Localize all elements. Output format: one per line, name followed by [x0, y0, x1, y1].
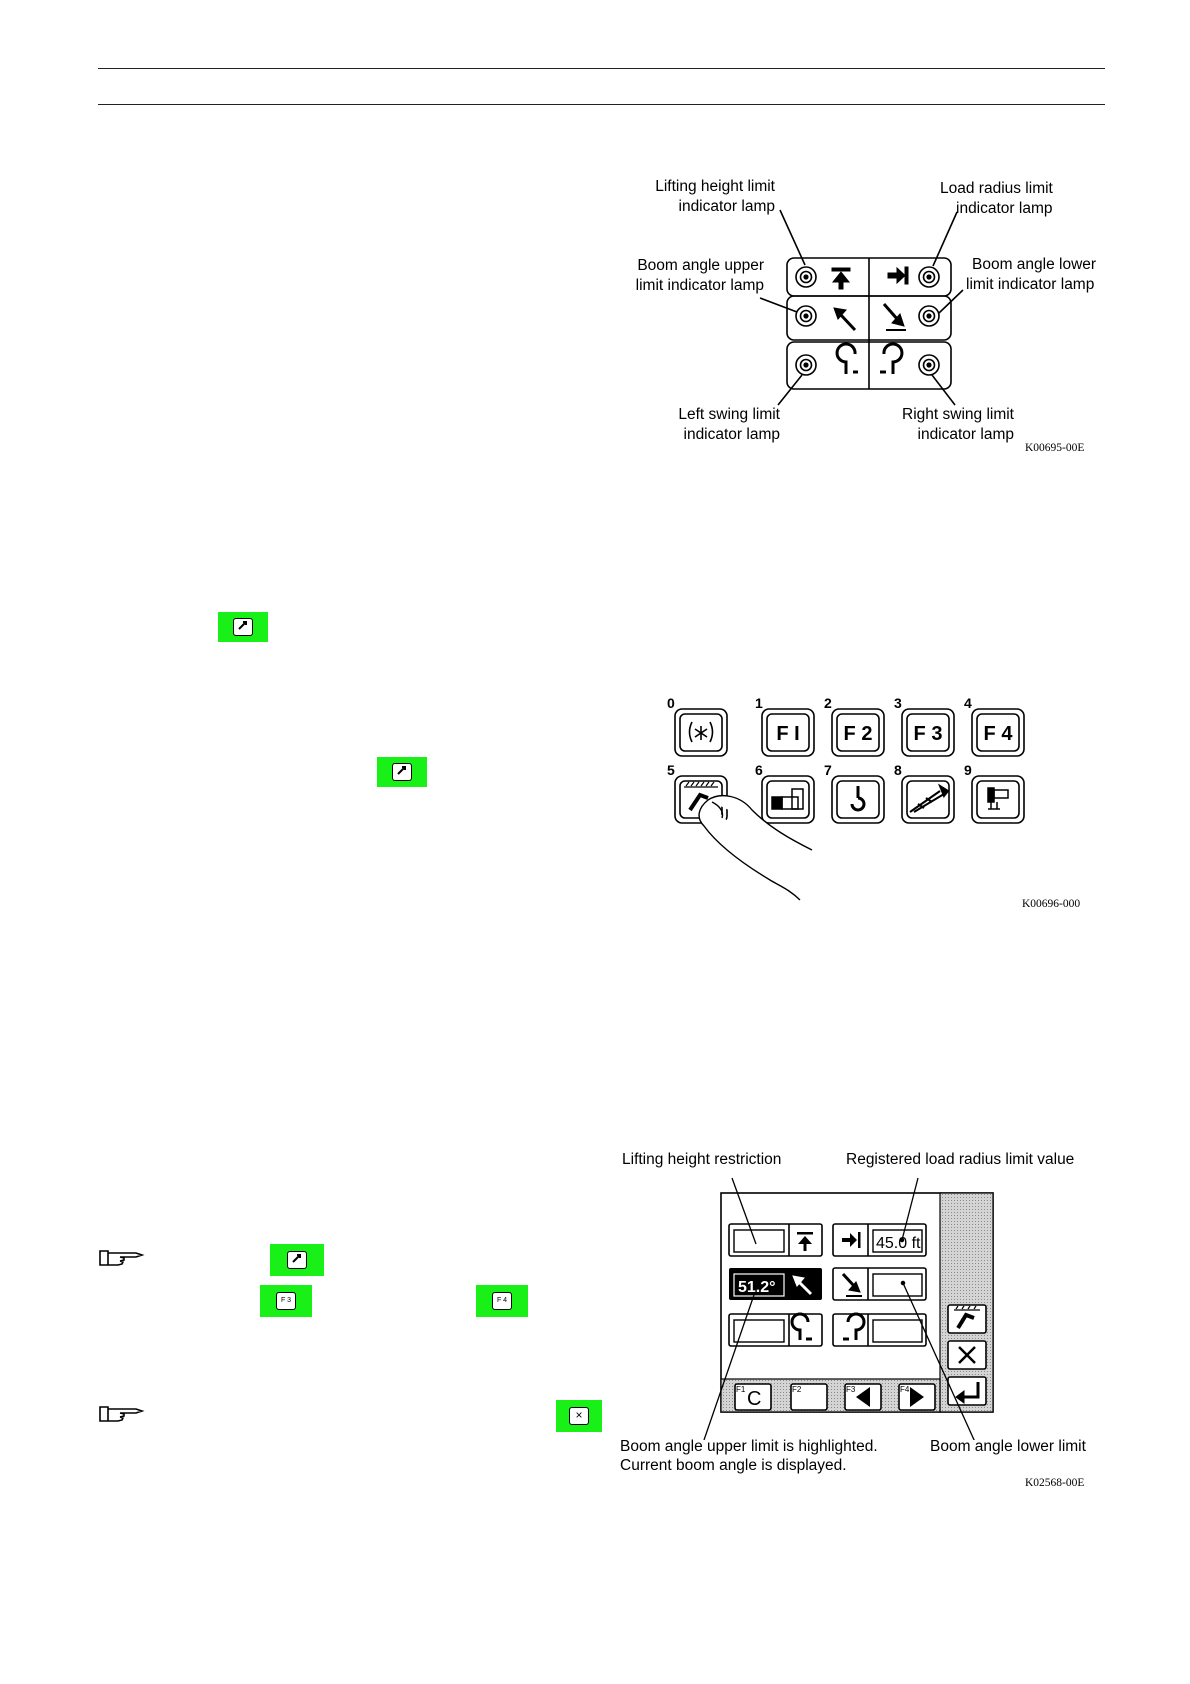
key-0-star-icon: [688, 721, 714, 743]
label-lifting-height-restriction: Lifting height restriction: [622, 1151, 782, 1168]
clear-key-label: C: [747, 1388, 761, 1410]
boom-angle-value: 51.2°: [738, 1279, 776, 1296]
radius-value: 45.0 ft: [876, 1235, 921, 1252]
label-boom-upper-line1: Boom angle upper: [637, 257, 764, 274]
key-f2-label: F 2: [844, 723, 873, 745]
key-7-hook-icon: [850, 786, 866, 812]
f4-tag: F4: [900, 1385, 910, 1394]
inline-f4-button[interactable]: F 4: [476, 1285, 528, 1317]
figure-code: K00695-00E: [1025, 442, 1085, 454]
left-arrow-icon: [856, 1387, 870, 1407]
lamp-left-swing-icon: [795, 354, 817, 376]
screen-f1-key: [734, 1383, 772, 1411]
screen-cancel-icon: [958, 1346, 976, 1364]
key-number-8: 8: [894, 762, 902, 778]
f3-tag: F3: [846, 1385, 856, 1394]
screen-enter-key: [947, 1376, 987, 1406]
pointing-hand-icon: [99, 1406, 145, 1422]
f2-tag: F2: [792, 1385, 802, 1394]
screen-right-swing-icon: [843, 1312, 866, 1341]
label-registered-radius: Registered load radius limit value: [846, 1151, 1075, 1168]
screen-limit-icon: [954, 1305, 980, 1330]
f3-key-glyph: F 3: [276, 1292, 296, 1310]
label-boom-lower-line1: Boom angle lower: [972, 256, 1097, 273]
boom-down-arrow-icon: [882, 303, 906, 331]
screen-load-radius-icon: [842, 1232, 861, 1248]
lamp-boom-upper-icon: [795, 305, 817, 327]
label-lifting-height-line1: Lifting height limit: [655, 178, 775, 195]
lamp-panel-diagram: [759, 209, 964, 406]
key-6-boom-length-icon: [771, 788, 804, 810]
key-number-0: 0: [667, 695, 675, 711]
lamp-load-radius-icon: [918, 266, 940, 288]
inline-limit-setting-button-3[interactable]: [270, 1244, 324, 1276]
screen-left-swing-icon: [790, 1312, 812, 1341]
boom-up-arrow-icon: [833, 307, 857, 332]
load-radius-icon: [887, 266, 909, 285]
inline-limit-setting-button-1[interactable]: [218, 612, 268, 642]
key-number-5: 5: [667, 762, 675, 778]
key-8-jib-icon: [909, 783, 950, 813]
key-9-counterweight-icon: [987, 787, 1009, 810]
f4-key-glyph: F 4: [492, 1292, 512, 1310]
lamp-boom-lower-icon: [918, 305, 940, 327]
inline-limit-setting-button-2[interactable]: [377, 757, 427, 787]
header-rule-bottom: [98, 104, 1105, 105]
header-rule-top: [98, 68, 1105, 69]
label-load-radius-line2: indicator lamp: [956, 200, 1053, 217]
label-boom-lower-line2: limit indicator lamp: [966, 276, 1095, 293]
key-number-2: 2: [824, 695, 832, 711]
label-boom-upper-highlight-line1: Boom angle upper limit is highlighted.: [620, 1438, 878, 1455]
key-5-limit-icon: [684, 781, 718, 812]
label-right-swing-line1: Right swing limit: [902, 406, 1014, 423]
screen-limit-key: [947, 1304, 987, 1334]
finger-pressing-icon: [698, 794, 813, 901]
label-boom-lower-limit: Boom angle lower limit: [930, 1438, 1086, 1455]
key-f1-label: F I: [776, 723, 799, 745]
key-number-4: 4: [964, 695, 972, 711]
figure-code: K00696-000: [1022, 898, 1081, 910]
lamp-right-swing-icon: [918, 354, 940, 376]
key-number-6: 6: [755, 762, 763, 778]
key-f3-label: F 3: [914, 723, 943, 745]
inline-close-button[interactable]: ×: [556, 1400, 602, 1432]
limit-setting-icon: [287, 1251, 307, 1269]
screen-boom-up-icon: [792, 1275, 813, 1296]
label-lifting-height-line2: indicator lamp: [678, 198, 776, 215]
screen-enter-icon: [955, 1382, 980, 1404]
right-arrow-icon: [910, 1387, 924, 1407]
screen-f2-key: [790, 1383, 828, 1411]
figure-code: K02568-00E: [1025, 1477, 1085, 1489]
key-f4-label: F 4: [984, 723, 1014, 745]
left-swing-icon: [835, 342, 858, 374]
screen-lifting-height-icon: [797, 1232, 813, 1251]
limit-setting-icon: [392, 763, 412, 781]
right-swing-icon: [880, 342, 904, 374]
function-keys-diagram: 0 1 2 3 4 5 6 7 8 9: [667, 695, 1025, 901]
lamp-lifting-height-icon: [795, 266, 817, 288]
key-number-7: 7: [824, 762, 832, 778]
label-boom-upper-line2: limit indicator lamp: [635, 277, 764, 294]
lifting-height-icon: [831, 267, 851, 290]
key-number-1: 1: [755, 695, 763, 711]
label-left-swing-line1: Left swing limit: [678, 406, 780, 423]
label-right-swing-line2: indicator lamp: [917, 426, 1015, 443]
f1-tag: F1: [736, 1385, 746, 1394]
limit-setting-icon: [233, 618, 253, 636]
key-number-9: 9: [964, 762, 972, 778]
label-boom-upper-highlight-line2: Current boom angle is displayed.: [620, 1457, 847, 1474]
label-load-radius-line1: Load radius limit: [940, 180, 1053, 197]
limit-setting-screen-diagram: 51.2° 45.0 ft F1 F2: [703, 1177, 994, 1440]
key-number-3: 3: [894, 695, 902, 711]
screen-boom-down-icon: [841, 1272, 862, 1297]
inline-f3-button[interactable]: F 3: [260, 1285, 312, 1317]
close-icon: ×: [569, 1407, 589, 1425]
label-left-swing-line2: indicator lamp: [683, 426, 781, 443]
pointing-hand-icon: [99, 1250, 145, 1266]
